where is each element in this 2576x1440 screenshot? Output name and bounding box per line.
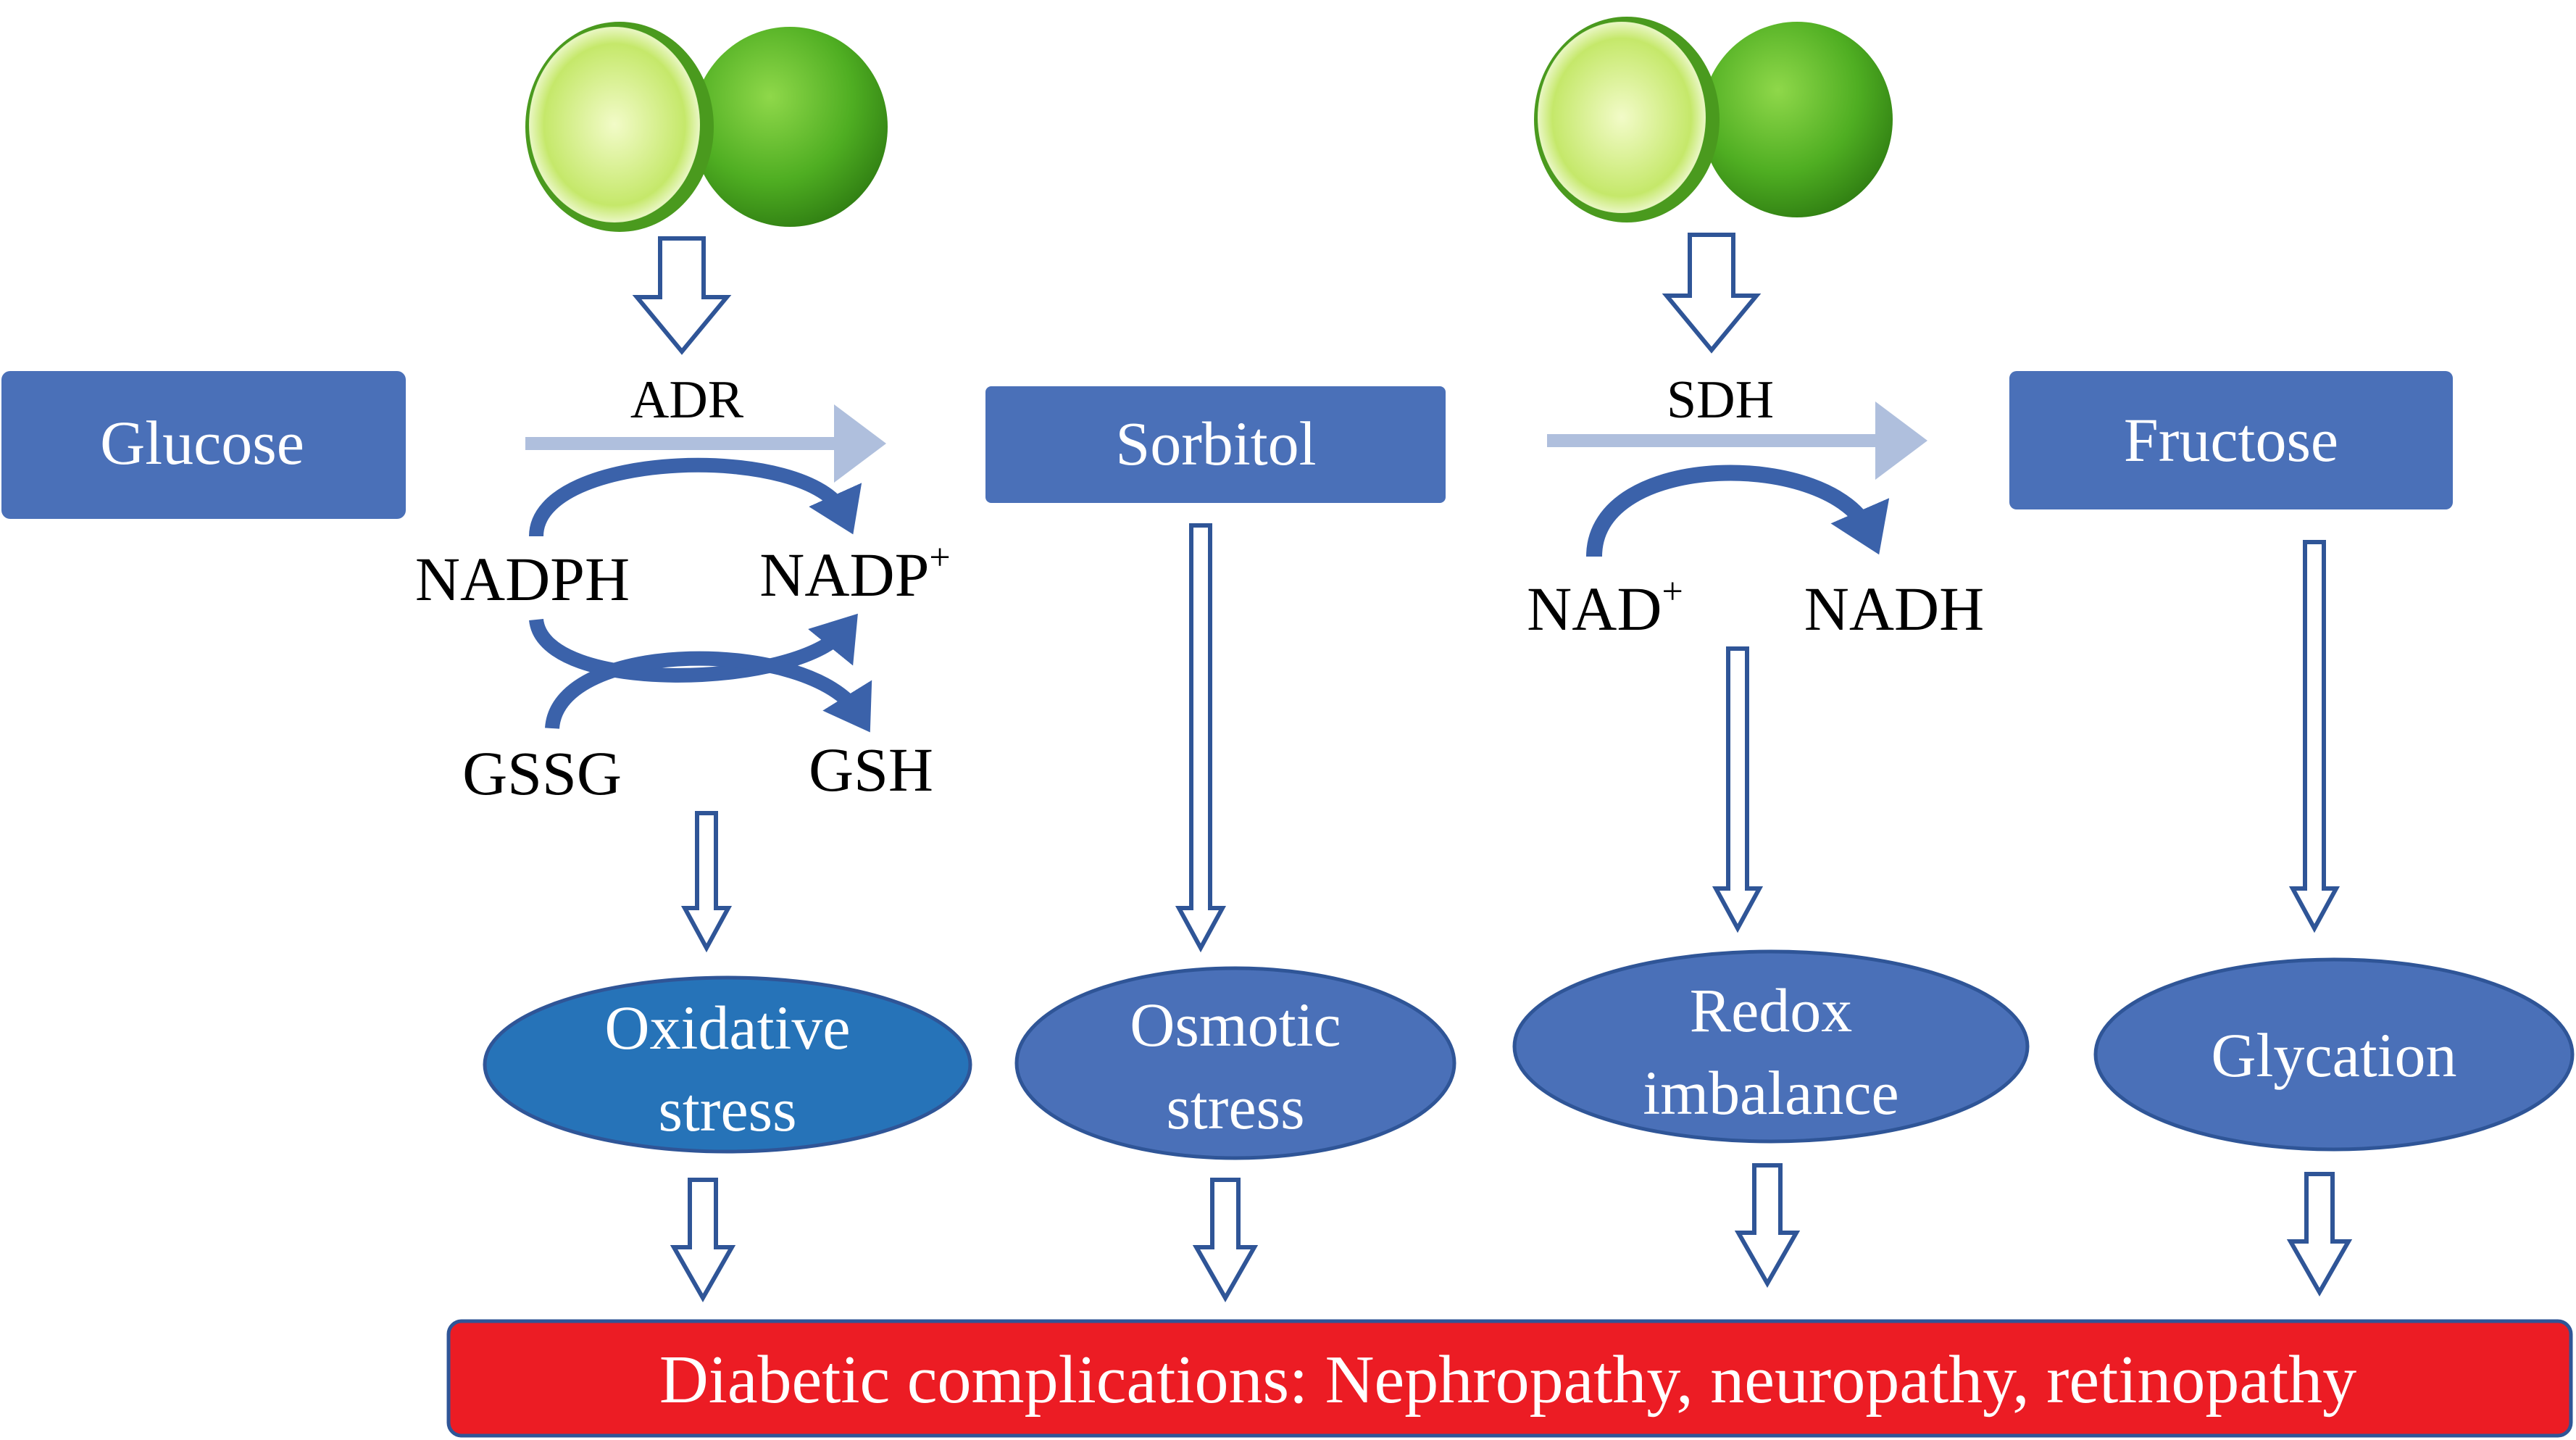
glycation-ellipse: Glycation (2093, 957, 2575, 1152)
redox-line1: Redox (1690, 975, 1853, 1045)
redox-line2: imbalance (1643, 1058, 1898, 1128)
nad-to-nadh-curve-arrow (1586, 465, 1890, 557)
glycation-to-complications-arrow (2286, 1172, 2353, 1297)
sorbitol-box: Sorbitol (985, 386, 1446, 503)
fructose-to-glycation-arrow (2288, 540, 2341, 933)
redox-to-complications-arrow (1734, 1163, 1801, 1289)
glycation-line1: Glycation (2211, 1020, 2456, 1090)
fructose-box: Fructose (2009, 371, 2453, 509)
sorbitol-label: Sorbitol (1115, 409, 1316, 478)
redox-imbalance-ellipse: Redox imbalance (1512, 949, 2030, 1144)
oxidative-line1: Oxidative (604, 993, 850, 1062)
diabetic-complications-box: Diabetic complications: Nephropathy, neu… (446, 1319, 2573, 1438)
osmotic-stress-ellipse: Osmotic stress (1014, 966, 1456, 1160)
nadph-to-nadp-curve-arrow (529, 457, 862, 537)
gsh-label: GSH (809, 735, 933, 804)
sdh-label: SDH (1667, 370, 1774, 430)
glucose-label: Glucose (100, 408, 304, 478)
lime-to-adr-arrow (632, 236, 732, 355)
oxidative-line2: stress (658, 1075, 796, 1144)
gssg-label: GSSG (462, 738, 622, 808)
diabetic-complications-label: Diabetic complications: Nephropathy, neu… (659, 1342, 2356, 1418)
lime-image-right (1534, 17, 1893, 222)
oxidative-stress-ellipse: Oxidative stress (483, 975, 972, 1154)
glucose-box: Glucose (1, 371, 406, 519)
nadp-plus-label: NADP+ (759, 537, 950, 609)
nadh-to-redox-imbalance-arrow (1712, 646, 1764, 933)
adr-label: ADR (630, 370, 744, 430)
nad-plus-label: NAD+ (1527, 571, 1683, 644)
to-oxidative-stress-arrow (680, 811, 733, 953)
lime-image-left (525, 22, 888, 232)
osmotic-line1: Osmotic (1130, 990, 1341, 1060)
sorbitol-to-osmotic-stress-arrow (1175, 523, 1227, 953)
osmotic-to-complications-arrow (1192, 1178, 1259, 1303)
oxidative-to-complications-arrow (670, 1178, 736, 1303)
fructose-label: Fructose (2124, 405, 2338, 475)
nadh-label: NADH (1804, 574, 1984, 644)
gssg-to-gsh-curve-arrow (545, 651, 872, 733)
nadp-regeneration-curve-arrow (529, 613, 858, 683)
osmotic-line2: stress (1166, 1073, 1304, 1142)
nadph-label: NADPH (415, 544, 630, 614)
lime-to-sdh-arrow (1662, 233, 1762, 354)
